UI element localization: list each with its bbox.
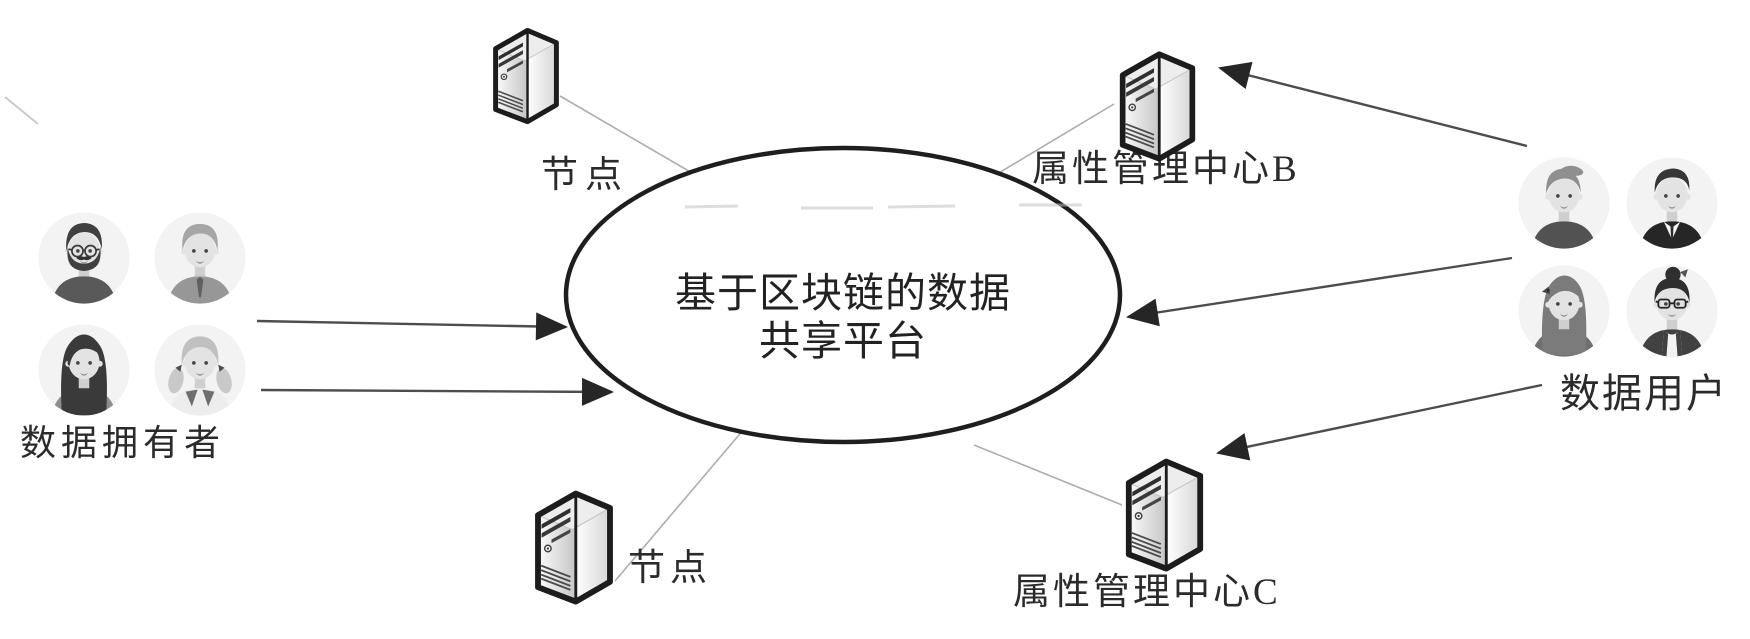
arrow-users-to-centerB: [1218, 61, 1528, 148]
node-server-bottom-icon: [529, 481, 619, 607]
owner-avatar-girl-pigtails-icon: [152, 322, 248, 418]
arrow-lines: [256, 61, 1543, 461]
arrow-users-to-platform: [1126, 256, 1513, 327]
connector-node-top-to-platform: [559, 95, 700, 178]
attribute-center-c-server-icon: [1119, 449, 1210, 574]
platform-label: 基于区块链的数据 共享平台: [623, 269, 1063, 365]
user-avatar-woman-bun-glasses-icon: [1624, 263, 1720, 359]
arrow-owners-to-platform-2: [260, 377, 614, 406]
connector-centerB-to-platform: [981, 103, 1115, 184]
arrow-owners-to-platform-1: [256, 312, 568, 341]
data-owners-label: 数据拥有者: [20, 423, 226, 463]
user-avatar-businessman-icon: [1624, 155, 1720, 251]
owner-avatar-young-man-icon: [152, 210, 248, 306]
connector-node-bottom-to-platform: [614, 428, 745, 582]
data-users-label: 数据用户: [1560, 371, 1728, 416]
owner-avatar-man-glasses-beard-icon: [36, 210, 132, 306]
platform-label-line1: 基于区块链的数据: [675, 270, 1011, 316]
user-avatar-woman-bow-icon: [1516, 263, 1612, 359]
attribute-center-c-label: 属性管理中心C: [1013, 572, 1281, 613]
connector-lines: [559, 95, 1123, 582]
node-bottom-label: 节点: [628, 548, 712, 589]
node-server-top-icon: [488, 13, 564, 133]
scan-artifact-line: [4, 96, 39, 125]
connector-centerC-to-platform: [973, 444, 1123, 506]
attribute-center-b-server-icon: [1111, 42, 1204, 164]
platform-label-line2: 共享平台: [759, 318, 927, 364]
node-top-label: 节点: [541, 155, 629, 196]
user-avatar-man-quiff-icon: [1516, 155, 1612, 251]
owner-avatar-woman-long-hair-icon: [36, 322, 132, 418]
faded-artifact-dashes: [684, 203, 1082, 210]
platform-ellipse: [563, 145, 1123, 445]
arrow-users-to-centerC: [1216, 383, 1543, 461]
